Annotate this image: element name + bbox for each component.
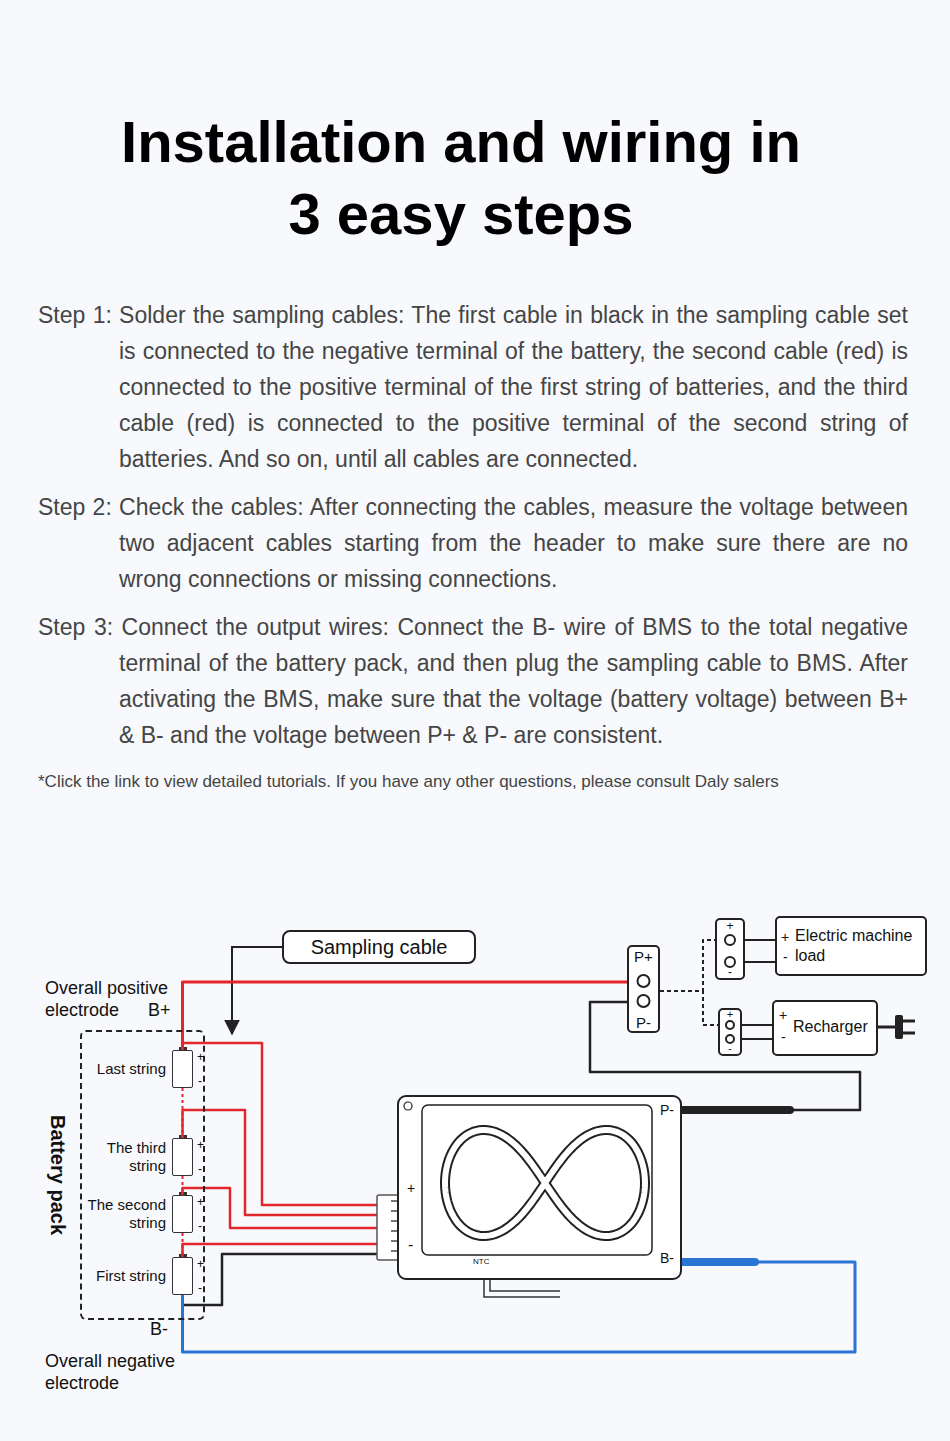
plug-pin: [391, 1250, 397, 1252]
wire: [182, 1088, 184, 1138]
terminal-block: +-: [715, 918, 745, 980]
step-text: Step 2: Check the cables: After connecti…: [38, 489, 908, 597]
polarity-mark: -: [198, 1163, 202, 1175]
polarity-mark: -: [408, 1237, 413, 1253]
charger-box: + -Recharger: [772, 1000, 878, 1056]
polarity-mark: +: [197, 1196, 204, 1208]
polarity-mark: -: [717, 966, 743, 978]
terminal-label: P-: [660, 1103, 674, 1117]
polarity-mark: -: [781, 1030, 786, 1044]
plug-pin: [391, 1220, 397, 1222]
board-label-area: [422, 1105, 652, 1255]
board-outline: [398, 1096, 681, 1279]
load-box: + -Electric machine load: [775, 916, 927, 976]
device-label: Recharger: [793, 1019, 868, 1035]
wire: [660, 991, 718, 1025]
plug-pin: [391, 1240, 397, 1242]
node-outline: [377, 1095, 682, 1280]
cell-label: Last string: [78, 1060, 166, 1078]
polarity-mark: -: [198, 1220, 202, 1232]
battery-pack: Last string+-The third string+-The secon…: [80, 1030, 205, 1320]
page-title: Installation and wiring in 3 easy steps: [106, 106, 816, 250]
output-connector: P+ P-: [627, 945, 660, 1033]
polarity-mark: +: [779, 1008, 787, 1022]
wire: [660, 940, 715, 991]
plug-cord: [877, 1026, 896, 1029]
footnote: *Click the link to view detailed tutoria…: [38, 771, 908, 793]
electrode-label: Overall negative electrode: [45, 1350, 180, 1394]
battery-cell: The second string+-: [172, 1195, 193, 1233]
wire: [742, 1024, 772, 1026]
plug-prongs: [903, 1021, 915, 1033]
wire: [183, 1043, 378, 1205]
callout-box: Sampling cable: [282, 930, 476, 964]
wire: [183, 1110, 378, 1215]
cell-label: First string: [78, 1267, 166, 1285]
terminal-label: B-: [150, 1318, 168, 1340]
battery-cell: First string+-: [172, 1257, 193, 1295]
polarity-mark: +: [197, 1051, 204, 1063]
polarity-mark: -: [198, 1282, 202, 1294]
polarity-mark: +: [197, 1139, 204, 1151]
bms-board: P- + - NTC B-: [377, 1095, 682, 1280]
terminal-post: [638, 975, 650, 987]
wire: [182, 1233, 184, 1257]
plug-pin: [391, 1230, 397, 1232]
logo-mark: [445, 1130, 645, 1236]
port-label: NTC: [473, 1258, 489, 1266]
terminal-block: +-: [718, 1008, 742, 1056]
sampling-plug: [377, 1195, 400, 1260]
plug-body: [895, 1015, 903, 1039]
step-text: Step 1: Solder the sampling cables: The …: [38, 297, 908, 477]
plug-pin: [391, 1200, 397, 1202]
wire: [183, 982, 628, 1050]
polarity-mark: -: [198, 1075, 202, 1087]
wire: [183, 1188, 378, 1228]
terminal-post: [726, 1021, 734, 1029]
polarity-mark: +: [197, 1258, 204, 1270]
cell-label: The second string: [78, 1196, 166, 1232]
logo-mark: [445, 1130, 645, 1236]
leader-line: [232, 947, 282, 1034]
terminal-label: B-: [660, 1251, 674, 1265]
polarity-mark: +: [781, 930, 789, 944]
terminal-label: P+: [629, 949, 658, 964]
cell-label: The third string: [78, 1139, 166, 1175]
negative-lead: [742, 962, 775, 1039]
terminal-post: [726, 1035, 734, 1043]
battery-cell: Last string+-: [172, 1050, 193, 1088]
mount-hole: [404, 1102, 412, 1110]
terminal-post: [725, 935, 735, 945]
battery-cell: The third string+-: [172, 1138, 193, 1176]
wire: [182, 1176, 184, 1195]
wire: [183, 1254, 378, 1305]
plug-pin: [391, 1210, 397, 1212]
callout-text: Sampling cable: [284, 937, 474, 957]
terminal-label: P-: [629, 1015, 658, 1030]
polarity-mark: -: [783, 950, 788, 964]
polarity-mark: +: [717, 920, 743, 932]
polarity-mark: +: [720, 1009, 740, 1020]
step-text: Step 3: Connect the output wires: Connec…: [38, 609, 908, 753]
terminal-post: [638, 995, 650, 1007]
wire: [745, 939, 775, 941]
device-label: Electric machine load: [795, 926, 917, 966]
terminal-label: B+: [148, 999, 171, 1021]
group-label: Battery pack: [48, 1115, 68, 1235]
polarity-mark: -: [720, 1043, 740, 1054]
polarity-mark: +: [407, 1181, 415, 1195]
ntc-wire: [484, 1280, 560, 1297]
